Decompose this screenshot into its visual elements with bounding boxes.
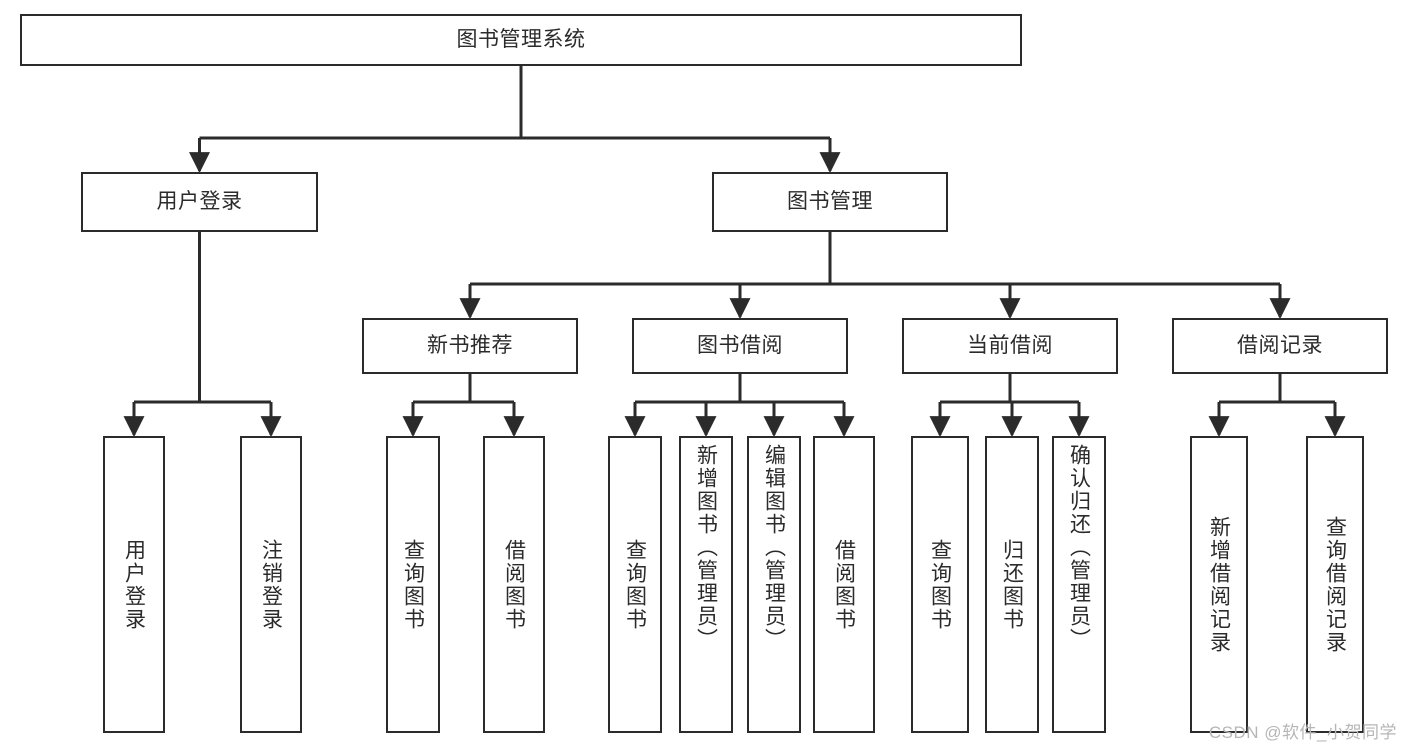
node-leaf-query-book-1-label: 查询图书 — [401, 538, 425, 631]
node-leaf-query-book-3-label: 查询图书 — [928, 538, 952, 631]
node-new-book-recommend-label: 新书推荐 — [427, 334, 513, 358]
node-leaf-borrow-book-1-label: 借阅图书 — [502, 538, 526, 631]
node-book-manage-label: 图书管理 — [787, 190, 873, 214]
node-leaf-add-book-label: 新增图书（管理员） — [694, 444, 718, 651]
node-user-login[interactable]: 用户登录 — [81, 172, 318, 232]
node-book-manage[interactable]: 图书管理 — [712, 172, 948, 232]
node-borrow-record-label: 借阅记录 — [1237, 334, 1323, 358]
node-leaf-query-book-2-label: 查询图书 — [623, 538, 647, 631]
node-leaf-confirm-return-label: 确认归还（管理员） — [1067, 444, 1091, 651]
node-borrow-record[interactable]: 借阅记录 — [1172, 318, 1388, 374]
node-leaf-borrow-book-1[interactable]: 借阅图书 — [483, 436, 545, 733]
node-root-label: 图书管理系统 — [456, 28, 586, 52]
node-leaf-query-borrow-record[interactable]: 查询借阅记录 — [1306, 436, 1364, 733]
node-root[interactable]: 图书管理系统 — [20, 14, 1022, 66]
node-leaf-borrow-book-2-label: 借阅图书 — [832, 538, 856, 631]
node-book-borrow[interactable]: 图书借阅 — [632, 318, 848, 374]
node-leaf-logout-login-label: 注销登录 — [259, 538, 283, 631]
node-leaf-edit-book[interactable]: 编辑图书（管理员） — [747, 436, 801, 733]
node-leaf-return-book[interactable]: 归还图书 — [985, 436, 1039, 733]
node-new-book-recommend[interactable]: 新书推荐 — [362, 318, 578, 374]
node-leaf-user-login-label: 用户登录 — [122, 538, 146, 631]
node-leaf-confirm-return[interactable]: 确认归还（管理员） — [1052, 436, 1106, 733]
node-leaf-query-borrow-record-label: 查询借阅记录 — [1323, 515, 1347, 654]
csdn-watermark: CSDN @软件_小贺同学 — [1208, 723, 1397, 742]
node-leaf-query-book-2[interactable]: 查询图书 — [608, 436, 662, 733]
node-current-borrow-label: 当前借阅 — [967, 334, 1053, 358]
node-leaf-user-login[interactable]: 用户登录 — [103, 436, 165, 733]
node-book-borrow-label: 图书借阅 — [697, 334, 783, 358]
node-leaf-return-book-label: 归还图书 — [1000, 538, 1024, 631]
node-leaf-logout-login[interactable]: 注销登录 — [240, 436, 302, 733]
node-leaf-add-borrow-record[interactable]: 新增借阅记录 — [1190, 436, 1248, 733]
node-user-login-label: 用户登录 — [156, 190, 243, 214]
node-leaf-add-borrow-record-label: 新增借阅记录 — [1207, 515, 1231, 654]
node-leaf-add-book[interactable]: 新增图书（管理员） — [679, 436, 733, 733]
node-current-borrow[interactable]: 当前借阅 — [902, 318, 1118, 374]
node-leaf-query-book-1[interactable]: 查询图书 — [386, 436, 440, 733]
node-leaf-borrow-book-2[interactable]: 借阅图书 — [813, 436, 875, 733]
node-leaf-query-book-3[interactable]: 查询图书 — [911, 436, 969, 733]
node-leaf-edit-book-label: 编辑图书（管理员） — [762, 444, 786, 651]
